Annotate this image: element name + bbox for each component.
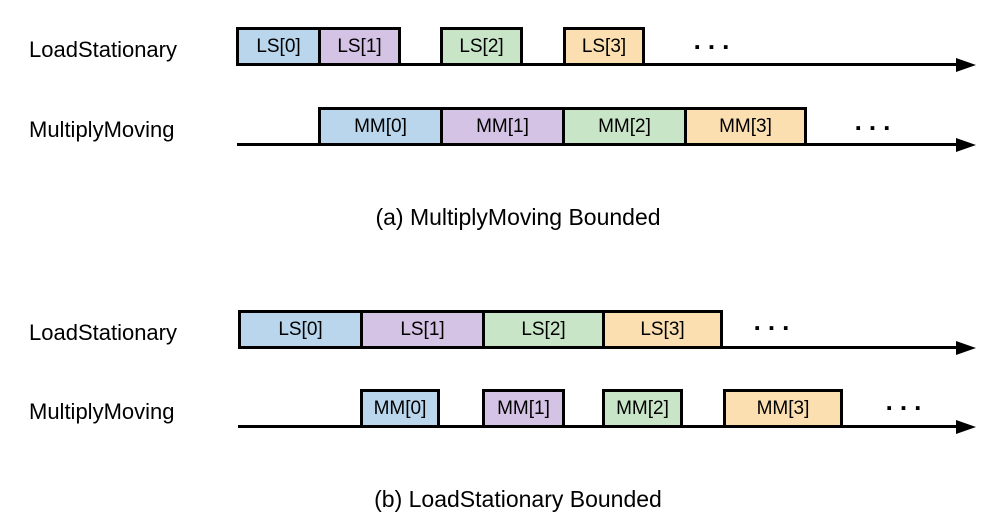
row-label-loadstationary: LoadStationary [29, 320, 177, 345]
arrowhead-icon [956, 340, 976, 355]
task-box-ls1: LS[1] [318, 27, 401, 66]
task-box-mm1: MM[1] [440, 107, 565, 146]
row-label-multiplymoving: MultiplyMoving [29, 117, 175, 142]
task-box-mm2: MM[2] [602, 389, 683, 428]
ellipsis: ... [753, 306, 797, 336]
row-label-loadstationary: LoadStationary [29, 37, 177, 62]
task-box-mm2: MM[2] [562, 107, 687, 146]
ellipsis: ... [854, 106, 898, 136]
arrowhead-icon [956, 137, 976, 152]
task-box-ls3: LS[3] [563, 27, 645, 66]
row-label-multiplymoving: MultiplyMoving [29, 399, 175, 424]
task-box-ls0: LS[0] [238, 310, 363, 349]
panel-caption-a: (a) MultiplyMoving Bounded [375, 204, 661, 230]
ellipsis: ... [885, 386, 929, 416]
timeline-axis [238, 425, 958, 428]
arrowhead-icon [956, 57, 976, 72]
panel-caption-b: (b) LoadStationary Bounded [374, 486, 662, 512]
ellipsis: ... [693, 25, 737, 55]
task-box-mm0: MM[0] [360, 389, 440, 428]
task-box-mm0: MM[0] [318, 107, 443, 146]
task-box-ls3: LS[3] [602, 310, 723, 349]
task-box-ls0: LS[0] [236, 27, 321, 66]
task-box-mm3: MM[3] [684, 107, 807, 146]
arrowhead-icon [956, 419, 976, 434]
task-box-mm1: MM[1] [482, 389, 565, 428]
task-box-ls2: LS[2] [482, 310, 605, 349]
task-box-mm3: MM[3] [723, 389, 843, 428]
task-box-ls1: LS[1] [360, 310, 485, 349]
task-box-ls2: LS[2] [440, 27, 523, 66]
